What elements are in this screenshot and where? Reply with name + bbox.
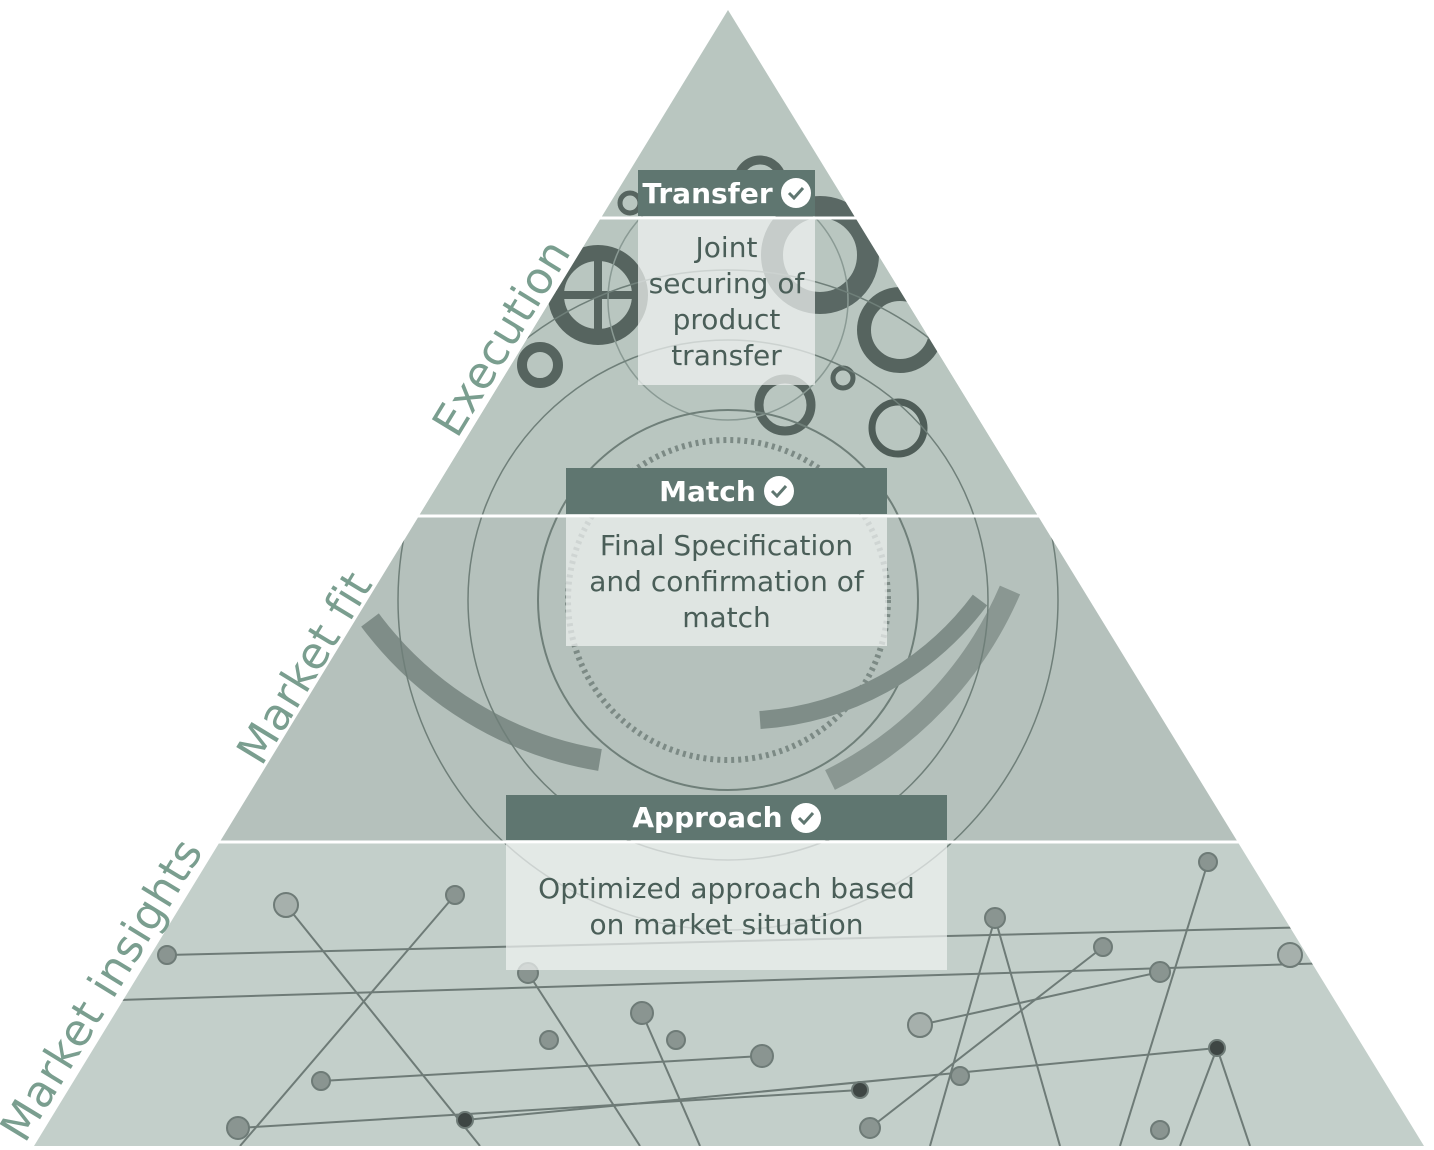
level-title: Transfer	[642, 176, 773, 210]
level-title: Approach	[632, 801, 783, 834]
check-circle-icon	[763, 476, 794, 506]
network-decoration	[119, 852, 1424, 1146]
description-text: Joint securing of product transfer	[648, 231, 805, 372]
level-description-approach: Optimized approach based on market situa…	[506, 843, 947, 970]
level-header-match: Match	[566, 468, 887, 514]
circuit-decoration	[361, 269, 1059, 931]
description-text: Final Specification and confirmation of …	[589, 528, 864, 634]
check-circle-icon	[780, 178, 811, 208]
level-description-match: Final Specification and confirmation of …	[566, 517, 887, 646]
level-title: Match	[659, 474, 756, 508]
level-header-approach: Approach	[506, 795, 947, 840]
check-circle-icon	[790, 802, 821, 833]
level-description-transfer: Joint securing of product transfer	[638, 219, 815, 385]
description-text: Optimized approach based on market situa…	[538, 871, 915, 941]
level-header-transfer: Transfer	[638, 170, 815, 216]
